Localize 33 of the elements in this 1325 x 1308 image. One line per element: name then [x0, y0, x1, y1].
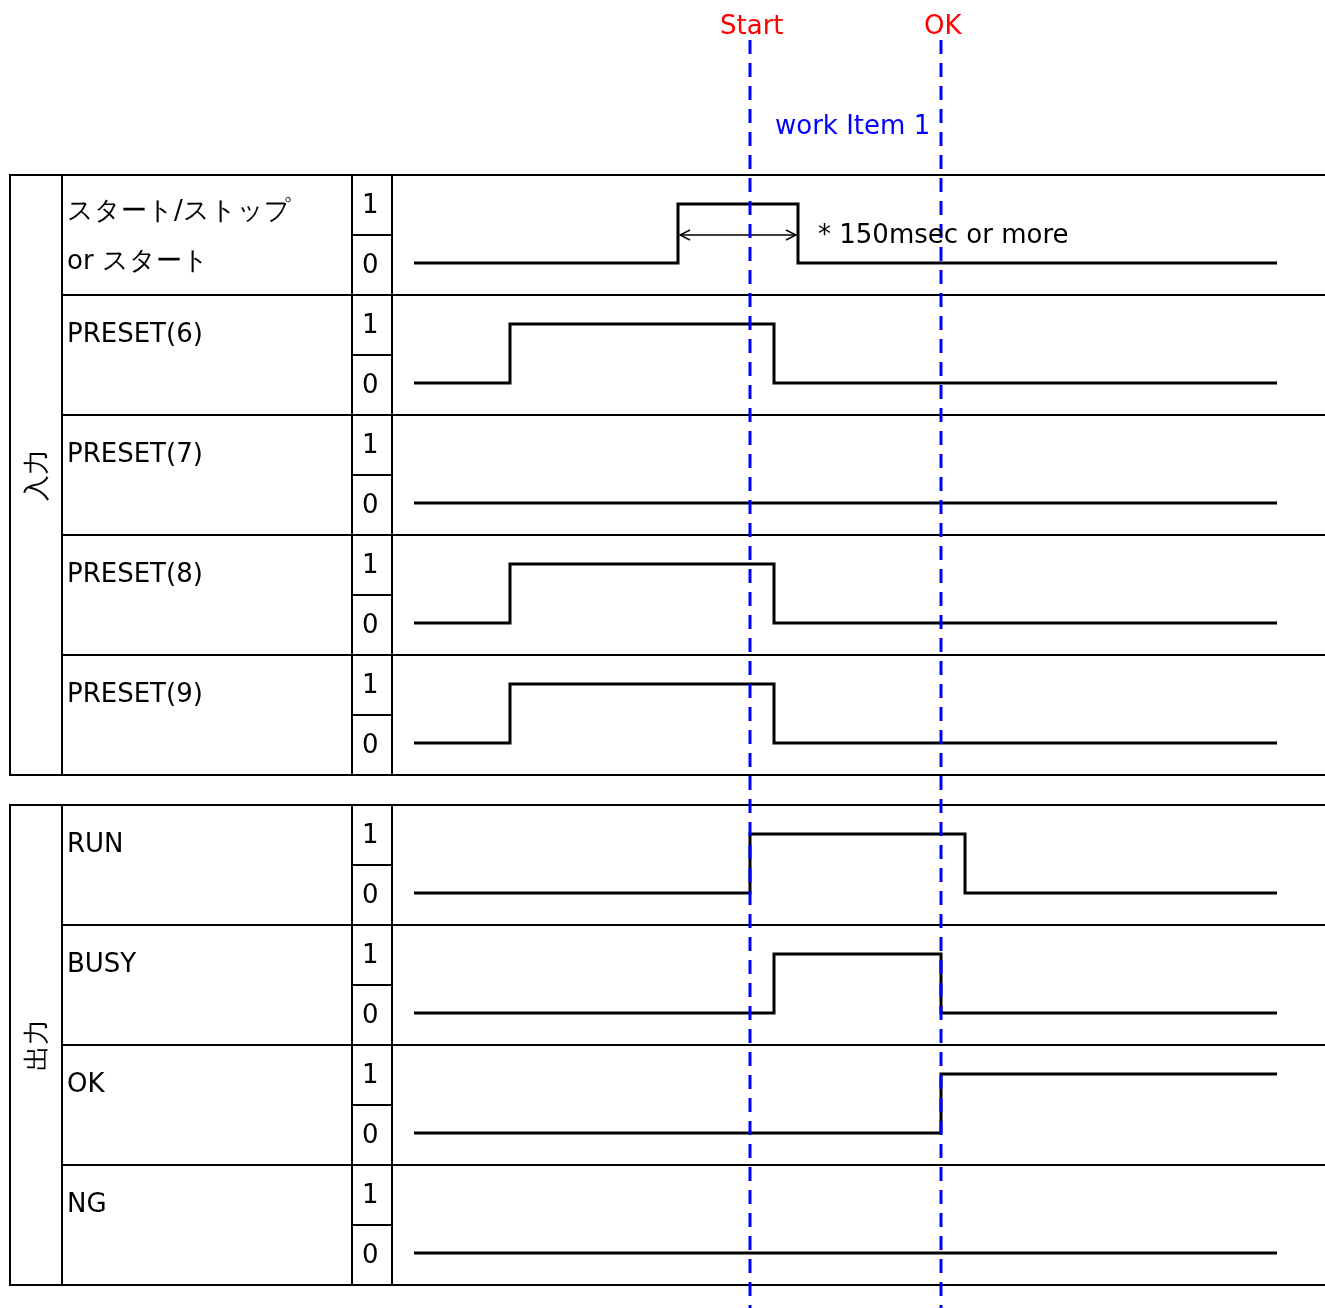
interval-label: work Item 1 — [775, 110, 931, 140]
marker-label: OK — [924, 10, 962, 40]
signal-name: PRESET(8) — [67, 558, 203, 588]
level-label: 0 — [362, 879, 379, 909]
level-label: 1 — [362, 1179, 379, 1209]
level-label: 0 — [362, 729, 379, 759]
note-text: * 150msec or more — [818, 219, 1069, 249]
level-label: 0 — [362, 999, 379, 1029]
level-label: 0 — [362, 369, 379, 399]
level-label: 1 — [362, 1059, 379, 1089]
level-label: 0 — [362, 1119, 379, 1149]
signal-name: スタート/ストップ or スタート — [67, 194, 292, 277]
group-label: 入力 — [21, 449, 51, 501]
group-label: 出力 — [21, 1019, 51, 1071]
signal-name: PRESET(6) — [67, 318, 203, 348]
level-label: 0 — [362, 609, 379, 639]
level-label: 0 — [362, 1239, 379, 1269]
level-label: 1 — [362, 549, 379, 579]
signal-name: OK — [67, 1068, 105, 1098]
level-label: 1 — [362, 669, 379, 699]
level-label: 1 — [362, 939, 379, 969]
marker-label: Start — [720, 10, 784, 40]
level-label: 1 — [362, 819, 379, 849]
level-label: 1 — [362, 309, 379, 339]
level-label: 0 — [362, 249, 379, 279]
signal-name: PRESET(9) — [67, 678, 203, 708]
level-label: 1 — [362, 429, 379, 459]
signal-name: BUSY — [67, 948, 137, 978]
signal-name: RUN — [67, 828, 124, 858]
level-label: 0 — [362, 489, 379, 519]
signal-name: NG — [67, 1188, 107, 1218]
signal-name: PRESET(7) — [67, 438, 203, 468]
level-label: 1 — [362, 189, 379, 219]
